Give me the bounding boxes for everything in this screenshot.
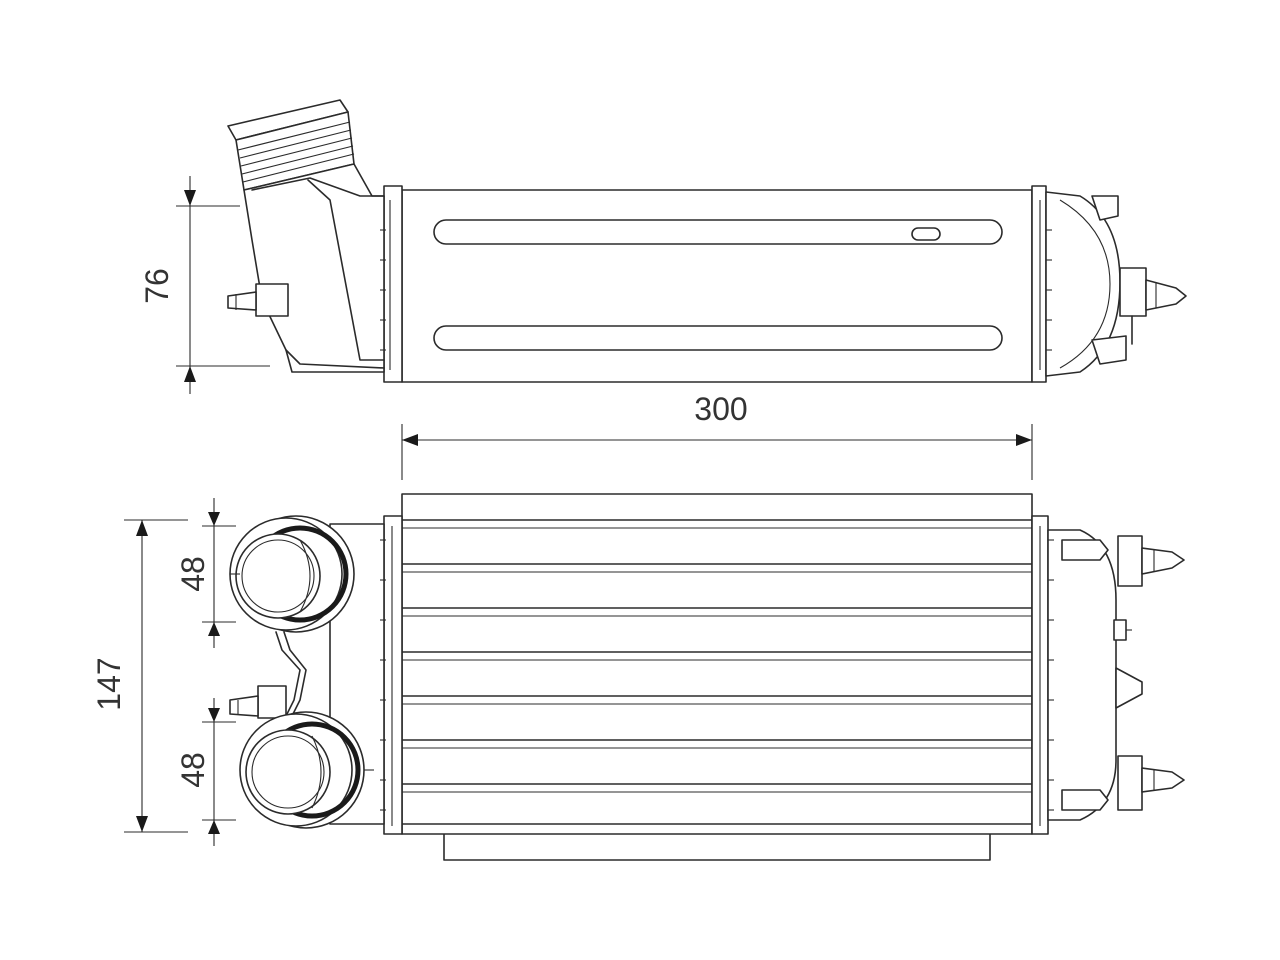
top-slot-upper <box>433 219 1003 245</box>
dim-147-label: 147 <box>91 657 127 710</box>
dim-76: 76 <box>139 176 270 394</box>
front-lower-inlet <box>239 711 374 829</box>
dim-147: 147 <box>91 519 188 833</box>
top-view: 76 <box>139 99 1187 394</box>
top-core-body <box>401 189 1033 383</box>
dim-48-upper-label: 48 <box>175 556 211 592</box>
dim-300-label: 300 <box>694 391 747 427</box>
top-slot-lower <box>433 325 1003 351</box>
front-view: 147 48 48 <box>91 493 1185 861</box>
front-upper-inlet <box>229 515 355 633</box>
front-inlet-bracket <box>229 631 307 719</box>
top-left-inlet-pipe <box>227 99 385 373</box>
top-left-flange <box>383 185 403 383</box>
front-base-plate <box>443 831 991 861</box>
top-inlet-nozzle-block <box>255 283 289 317</box>
dim-48-lower-label: 48 <box>175 752 211 788</box>
dim-48-upper: 48 <box>175 498 236 648</box>
front-core-body <box>401 493 1033 835</box>
top-right-outlet-tank <box>1045 191 1187 377</box>
front-right-tank <box>1047 529 1185 821</box>
dim-48-lower: 48 <box>175 698 236 846</box>
dim-300: 300 <box>401 391 1033 480</box>
top-slot-hole <box>911 227 941 241</box>
dim-76-label: 76 <box>139 268 175 304</box>
flange-ticks <box>380 229 1054 811</box>
top-right-flange <box>1031 185 1047 383</box>
front-left-flange <box>383 515 403 835</box>
front-core-tubes <box>401 519 1033 825</box>
